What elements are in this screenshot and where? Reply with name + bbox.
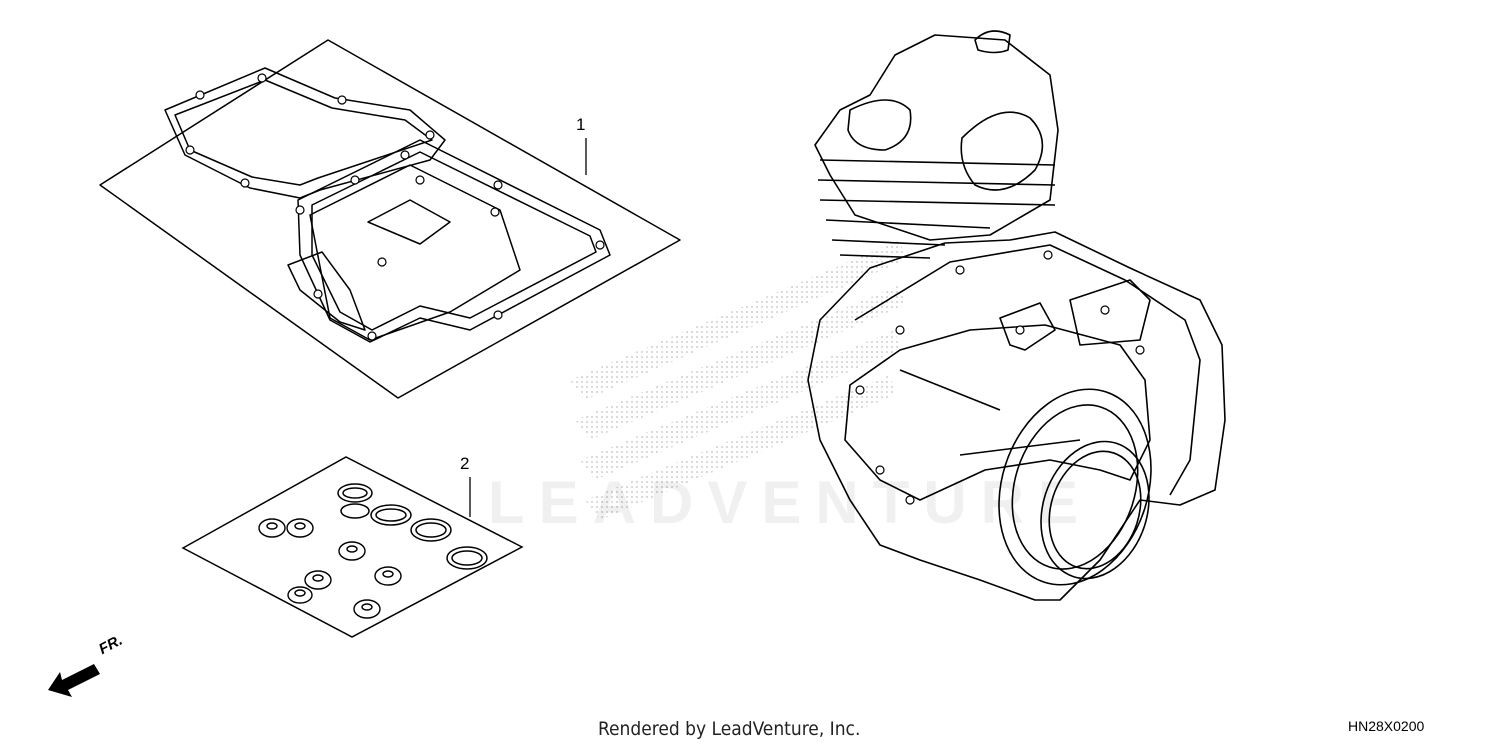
watermark-text: LEADVENTURE bbox=[488, 469, 1093, 536]
callout-label-1: 1 bbox=[576, 115, 586, 134]
crank-seal-inner bbox=[1040, 440, 1150, 580]
watermark-logo bbox=[570, 240, 905, 520]
gasket-sheet-1 bbox=[99, 39, 681, 399]
inner-gasket bbox=[309, 164, 521, 341]
gasket-kit-1[interactable] bbox=[99, 39, 681, 399]
direction-arrow-icon bbox=[48, 664, 100, 697]
crankcase bbox=[807, 231, 1226, 601]
gasket-kit-2[interactable] bbox=[181, 456, 524, 638]
cover-gasket bbox=[164, 67, 446, 199]
engine-assembly bbox=[807, 30, 1226, 601]
footer-credit: Rendered by LeadVenture, Inc. bbox=[598, 718, 861, 740]
intake-port bbox=[960, 111, 1044, 191]
valve-seals bbox=[258, 518, 402, 619]
crankcase-gasket bbox=[297, 139, 611, 343]
crank-seal-outer bbox=[998, 388, 1152, 586]
small-gasket bbox=[287, 251, 366, 331]
gasket-sheet-2 bbox=[181, 456, 524, 638]
callout-label-2: 2 bbox=[460, 454, 470, 473]
diagram-code: HN28X0200 bbox=[1348, 718, 1425, 734]
o-rings bbox=[337, 483, 488, 570]
cylinder-head bbox=[814, 34, 1059, 241]
side-cover bbox=[844, 324, 1151, 501]
cylinder-fins bbox=[817, 159, 1056, 259]
